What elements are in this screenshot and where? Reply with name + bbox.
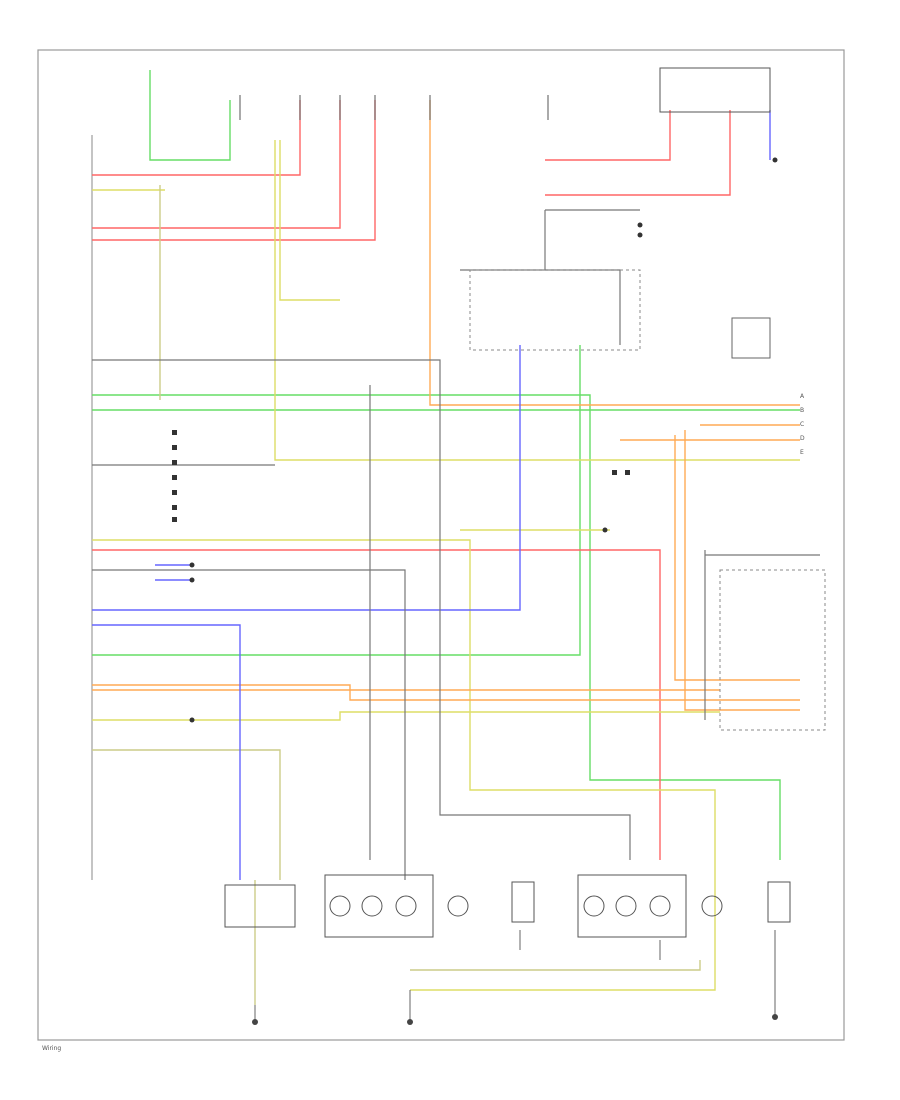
ground-wires [254,930,776,1020]
diagram-frame [37,49,845,1041]
fuse-markers [239,95,549,120]
right-side-lamp-box [767,881,791,923]
trailer-connector-box [719,569,826,731]
top-right-relay-box [659,67,771,113]
label-e: E [800,449,804,456]
label-a: A [800,393,805,400]
left-headlamp-box [324,874,434,938]
dimmer-switch-box [224,884,296,928]
left-side-lamp-box [511,881,535,923]
wiring-note: Wiring [42,1045,61,1052]
connector-dots [172,157,778,723]
wires-orange [92,100,800,711]
wires-gray [92,209,820,880]
wires-green [92,70,800,860]
label-d: D [800,435,805,442]
wires-blue [92,110,771,880]
wires-olive [92,185,701,1005]
label-c: C [800,421,804,428]
hazard-switch-box [469,269,641,351]
right-headlamp-box [577,874,687,938]
headlamp-bulbs [329,895,723,917]
wires-yellow [92,140,800,991]
ground-symbols [252,1014,778,1025]
small-legend-box [731,317,771,359]
wires-red [92,100,731,860]
label-b: B [800,407,804,414]
